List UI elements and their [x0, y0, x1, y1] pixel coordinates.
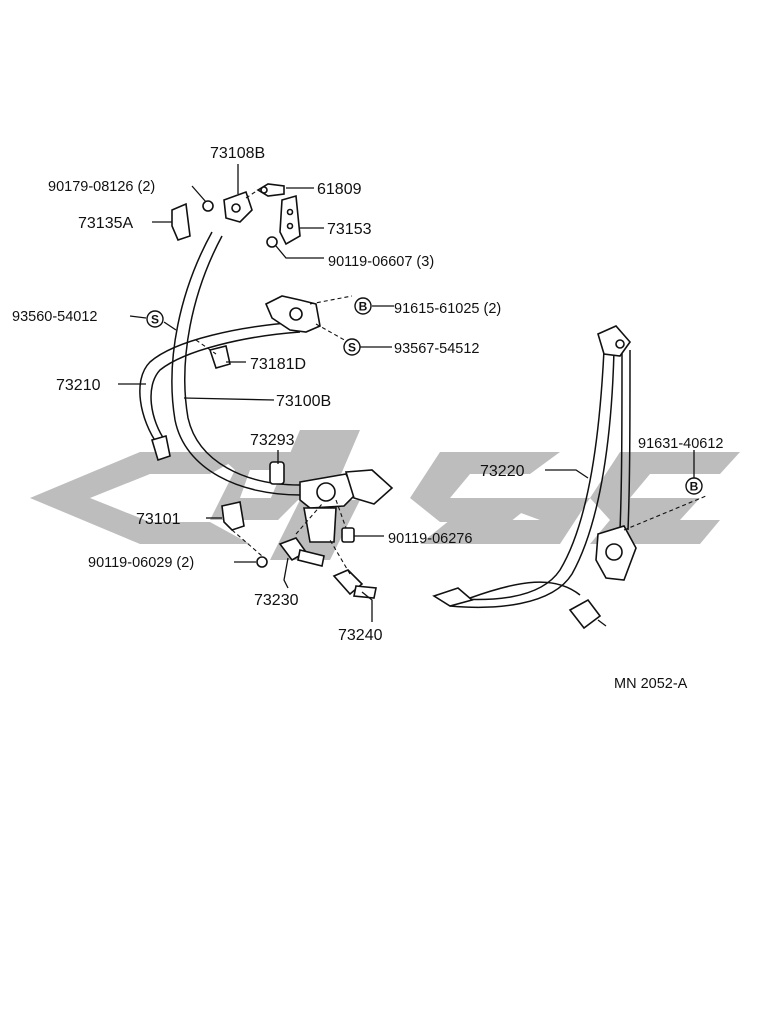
part-retractor-lower: [299, 469, 394, 543]
callout-73153: 73153: [327, 221, 372, 238]
callout-73240: 73240: [338, 627, 383, 644]
watermark-shape-1: [30, 452, 250, 544]
part-73220-upper-anchor: [597, 325, 632, 357]
part-73220-floor-anchor: [432, 587, 474, 607]
diagram-code: MN 2052-A: [614, 676, 688, 692]
belt-73210: [139, 321, 301, 446]
part-73240-buckle: [332, 569, 377, 599]
part-73293-clip: [269, 461, 285, 485]
callout-90119-06029: 90119-06029 (2): [88, 555, 194, 571]
symbol-b-91631: B: [685, 477, 703, 495]
belt-73100B: [171, 231, 301, 496]
part-90119-06607-bolt: [266, 236, 278, 248]
part-73135A-cover: [171, 202, 191, 241]
callout-73293: 73293: [250, 432, 295, 449]
symbol-b-91615: B: [354, 297, 372, 315]
callout-73230: 73230: [254, 592, 299, 609]
callouts: 73108B 90179-08126 (2) 61809 73135A 7315…: [12, 145, 723, 644]
callout-91631-40612: 91631-40612: [638, 436, 723, 452]
part-73220-retractor: [595, 525, 637, 581]
callout-73220: 73220: [480, 463, 525, 480]
part-61809-bolt: [256, 183, 285, 197]
symbol-s-93567: S: [343, 338, 361, 356]
part-73181D-guide: [208, 345, 231, 369]
callout-90179-08126: 90179-08126 (2): [48, 179, 155, 195]
callout-73181D: 73181D: [250, 356, 306, 373]
svg-text:B: B: [690, 480, 699, 494]
callout-90119-06276: 90119-06276: [388, 531, 472, 547]
part-retractor-upper: [264, 295, 321, 333]
part-73220-buckle-end: [568, 598, 607, 630]
callout-91615-61025: 91615-61025 (2): [394, 301, 501, 317]
belt-73220: [444, 349, 631, 608]
part-90179-nut: [202, 200, 214, 212]
part-73230-buckle: [278, 537, 325, 567]
part-90119-06029-bolt: [256, 556, 268, 568]
leader-lines: [118, 164, 707, 622]
part-90119-06276-bolt: [341, 527, 355, 543]
callout-90119-06607: 90119-06607 (3): [328, 254, 434, 270]
callout-61809: 61809: [317, 181, 362, 198]
svg-text:B: B: [359, 300, 368, 314]
watermark-shape-5: [420, 498, 590, 544]
callout-73108B: 73108B: [210, 145, 265, 162]
callout-73100B: 73100B: [276, 393, 331, 410]
callout-93560-54012: 93560-54012: [12, 309, 97, 325]
callout-73135A: 73135A: [78, 215, 133, 232]
part-73153-plate: [279, 194, 301, 246]
callout-93567-54512: 93567-54512: [394, 341, 479, 357]
symbol-s-93560: S: [146, 310, 164, 328]
part-73101-bracket: [221, 501, 245, 531]
callout-73101: 73101: [136, 511, 181, 528]
svg-text:S: S: [151, 313, 159, 327]
part-73108B-anchor: [223, 190, 253, 223]
callout-73210: 73210: [56, 377, 101, 394]
part-73210-end: [151, 434, 171, 462]
watermark-shape-6: [590, 452, 740, 520]
svg-text:S: S: [348, 341, 356, 355]
